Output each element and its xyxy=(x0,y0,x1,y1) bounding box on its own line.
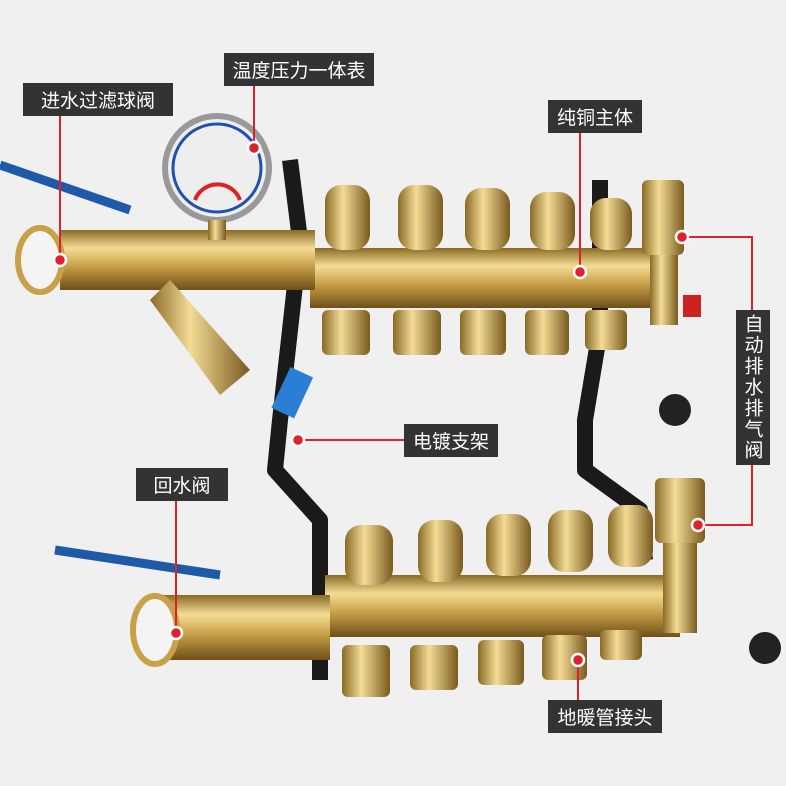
lower-manifold-body xyxy=(325,575,680,637)
label-inlet-filter-ball-valve: 进水过滤球阀 xyxy=(23,83,173,116)
label-temp-pressure-gauge: 温度压力一体表 xyxy=(224,53,374,86)
label-plated-bracket: 电镀支架 xyxy=(404,424,498,457)
lower-pipe-fittings xyxy=(342,630,642,697)
upper-pipe-fittings xyxy=(322,310,627,355)
marker-dots xyxy=(52,140,706,668)
label-auto-drain-vent-valve: 自动排水排气阀 xyxy=(736,310,770,465)
lower-valve-caps xyxy=(345,505,653,585)
upper-manifold-body xyxy=(310,248,655,308)
label-return-valve: 回水阀 xyxy=(136,468,228,501)
label-floor-heating-pipe-fitting: 地暖管接头 xyxy=(548,700,662,733)
leader-lines xyxy=(59,86,753,700)
label-pure-copper-body: 纯铜主体 xyxy=(548,100,642,133)
upper-valve-caps xyxy=(325,185,632,250)
